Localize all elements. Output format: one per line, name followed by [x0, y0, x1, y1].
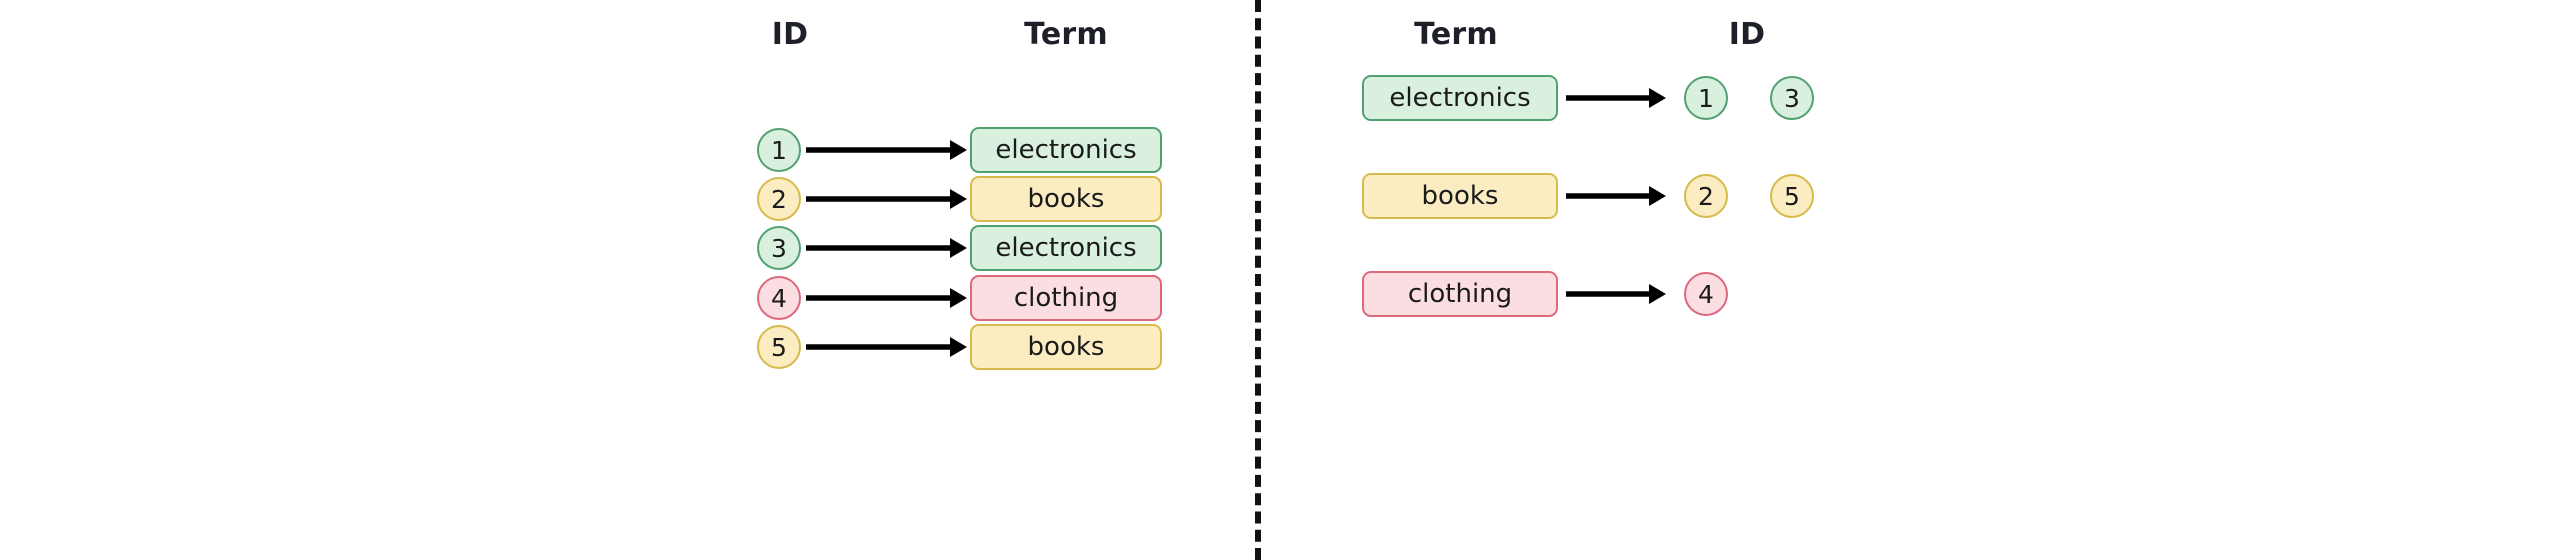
term-box-label: electronics — [995, 135, 1137, 165]
term-box-label: books — [1027, 332, 1105, 362]
left-mapping-arrow — [806, 334, 967, 360]
right-mapping-arrow — [1566, 85, 1666, 111]
id-circle-label: 3 — [1784, 83, 1800, 113]
right-id-circle: 5 — [1770, 174, 1814, 218]
right-mapping-row: electronics 1 3 — [1260, 0, 2560, 121]
id-circle-label: 2 — [1698, 181, 1714, 211]
left-mapping-row: 3 electronics — [0, 0, 1258, 271]
term-box-label: electronics — [995, 233, 1137, 263]
left-id-circle: 3 — [757, 226, 801, 270]
id-circle-label: 2 — [771, 184, 787, 214]
left-mapping-arrow — [806, 235, 967, 261]
left-mapping-arrow — [806, 137, 967, 163]
left-mapping-row: 1 electronics — [0, 0, 1258, 173]
left-panel-id-to-term: ID Term 1 electronics 2 books 3 electronics 4 c… — [0, 0, 1258, 560]
right-mapping-arrow — [1566, 281, 1666, 307]
right-panel-term-to-id: Term ID electronics 1 3 books 2 5 clothing 4 — [1260, 0, 2560, 560]
term-box-label: books — [1421, 181, 1499, 211]
left-term-box: books — [970, 324, 1162, 370]
panel-divider — [1255, 0, 1261, 560]
right-header-id: ID — [1728, 17, 1766, 52]
left-header-id: ID — [771, 17, 809, 52]
left-term-box: clothing — [970, 275, 1162, 321]
left-mapping-row: 2 books — [0, 0, 1258, 222]
right-mapping-row: books 2 5 — [1260, 0, 2560, 219]
left-id-circle: 2 — [757, 177, 801, 221]
left-header-term: Term — [1024, 17, 1108, 52]
id-circle-label: 5 — [771, 332, 787, 362]
term-box-label: clothing — [1407, 279, 1513, 309]
right-term-box: clothing — [1362, 271, 1558, 317]
term-box-label: books — [1027, 184, 1105, 214]
right-mapping-row: clothing 4 — [1260, 0, 2560, 317]
right-id-circle: 3 — [1770, 76, 1814, 120]
id-circle-label: 5 — [1784, 181, 1800, 211]
left-term-box: electronics — [970, 225, 1162, 271]
right-term-box: electronics — [1362, 75, 1558, 121]
left-mapping-row: 5 books — [0, 0, 1258, 370]
left-id-circle: 5 — [757, 325, 801, 369]
term-box-label: electronics — [1389, 83, 1531, 113]
id-circle-label: 4 — [1698, 279, 1714, 309]
left-mapping-arrow — [806, 186, 967, 212]
left-term-box: books — [970, 176, 1162, 222]
left-id-circle: 4 — [757, 276, 801, 320]
right-id-circle: 4 — [1684, 272, 1728, 316]
right-id-circle: 2 — [1684, 174, 1728, 218]
left-term-box: electronics — [970, 127, 1162, 173]
right-term-box: books — [1362, 173, 1558, 219]
right-header-term: Term — [1414, 17, 1498, 52]
id-circle-label: 1 — [771, 135, 787, 165]
right-mapping-arrow — [1566, 183, 1666, 209]
left-id-circle: 1 — [757, 128, 801, 172]
left-mapping-row: 4 clothing — [0, 0, 1258, 321]
id-circle-label: 4 — [771, 283, 787, 313]
id-circle-label: 1 — [1698, 83, 1714, 113]
right-id-circle: 1 — [1684, 76, 1728, 120]
term-box-label: clothing — [1013, 283, 1119, 313]
left-mapping-arrow — [806, 285, 967, 311]
id-circle-label: 3 — [771, 233, 787, 263]
